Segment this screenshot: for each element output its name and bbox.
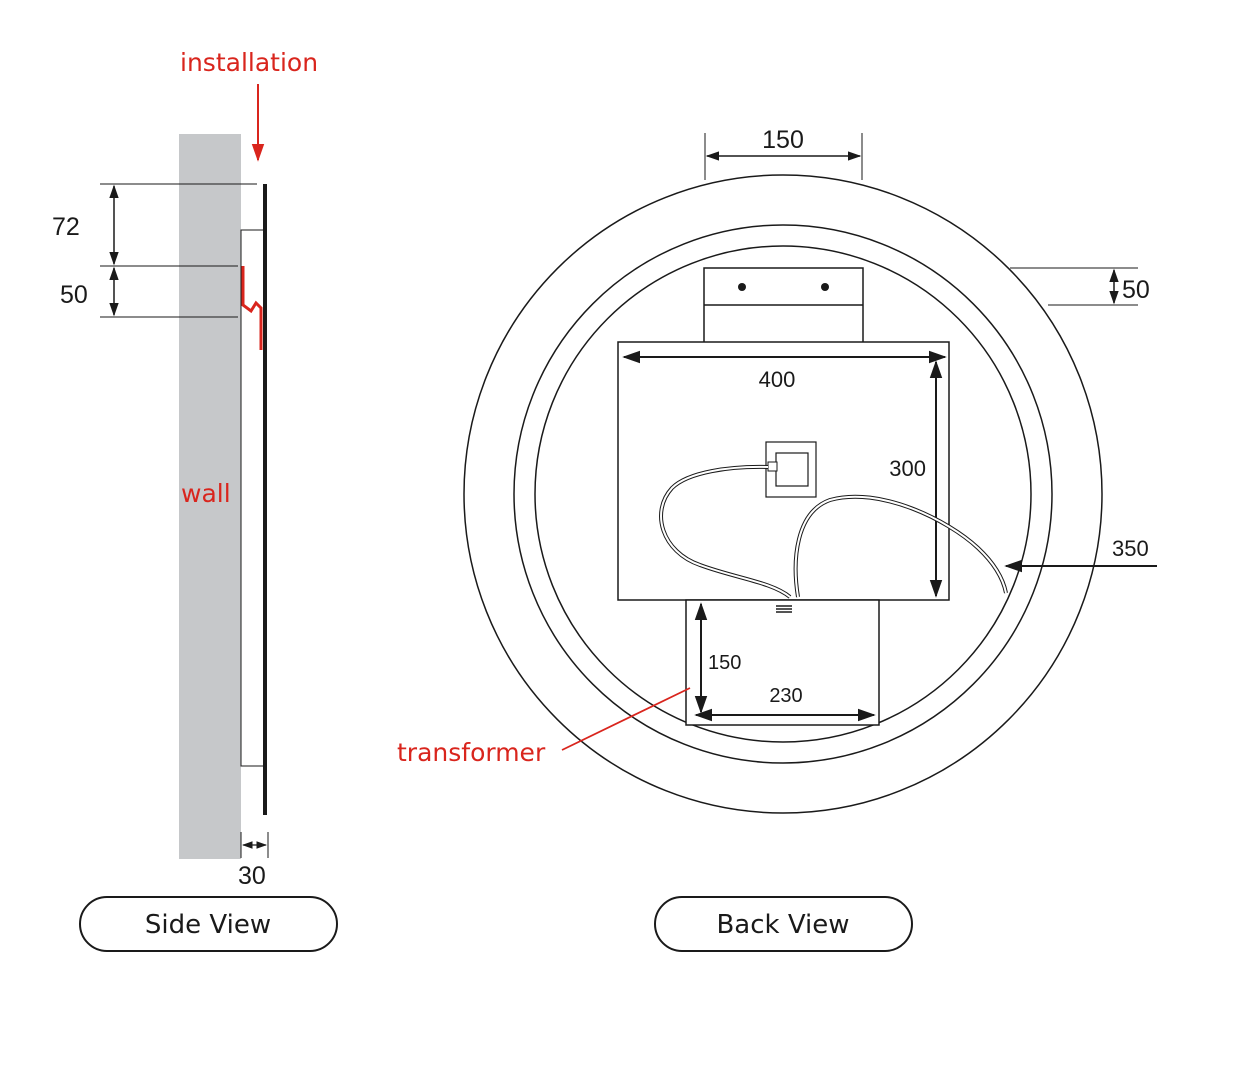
wall-block bbox=[179, 134, 241, 859]
mirror-outer-circle bbox=[463, 174, 1103, 814]
side-view: installation 72 50 wall 30 Side View bbox=[52, 48, 338, 952]
dim-30-label: 30 bbox=[238, 862, 266, 890]
dim-230-label: 230 bbox=[769, 685, 802, 707]
transformer-leader bbox=[561, 687, 691, 751]
mirror-middle-circle bbox=[513, 224, 1053, 764]
back-view: 150 50 400 300 350 150 bbox=[397, 126, 1157, 952]
switch-box-inner bbox=[775, 452, 809, 487]
bracket-hole-right bbox=[821, 283, 829, 291]
switch-connector bbox=[767, 461, 778, 472]
wall-label: wall bbox=[181, 479, 231, 508]
cable-left-core bbox=[660, 465, 791, 598]
side-view-caption: Side View bbox=[145, 910, 271, 940]
transformer-box bbox=[685, 599, 880, 726]
back-view-pill bbox=[654, 896, 913, 952]
installation-label: installation bbox=[180, 48, 318, 77]
dim-right-50-label: 50 bbox=[1122, 276, 1150, 304]
hanging-bracket bbox=[241, 266, 263, 350]
bracket-hole-left bbox=[738, 283, 746, 291]
dim-300-label: 300 bbox=[889, 456, 926, 481]
dim-150-label: 150 bbox=[708, 652, 741, 674]
cable-right-core bbox=[794, 495, 1007, 598]
dim-400-label: 400 bbox=[759, 367, 796, 392]
transformer-label: transformer bbox=[397, 738, 546, 767]
back-view-caption: Back View bbox=[716, 910, 849, 940]
dim-50-label: 50 bbox=[60, 281, 88, 309]
mirror-inner-circle bbox=[534, 245, 1032, 743]
dim-72-label: 72 bbox=[52, 213, 80, 241]
side-view-pill bbox=[79, 896, 338, 952]
dim-350-label: 350 bbox=[1112, 536, 1149, 561]
dim-top-150-label: 150 bbox=[762, 126, 804, 154]
